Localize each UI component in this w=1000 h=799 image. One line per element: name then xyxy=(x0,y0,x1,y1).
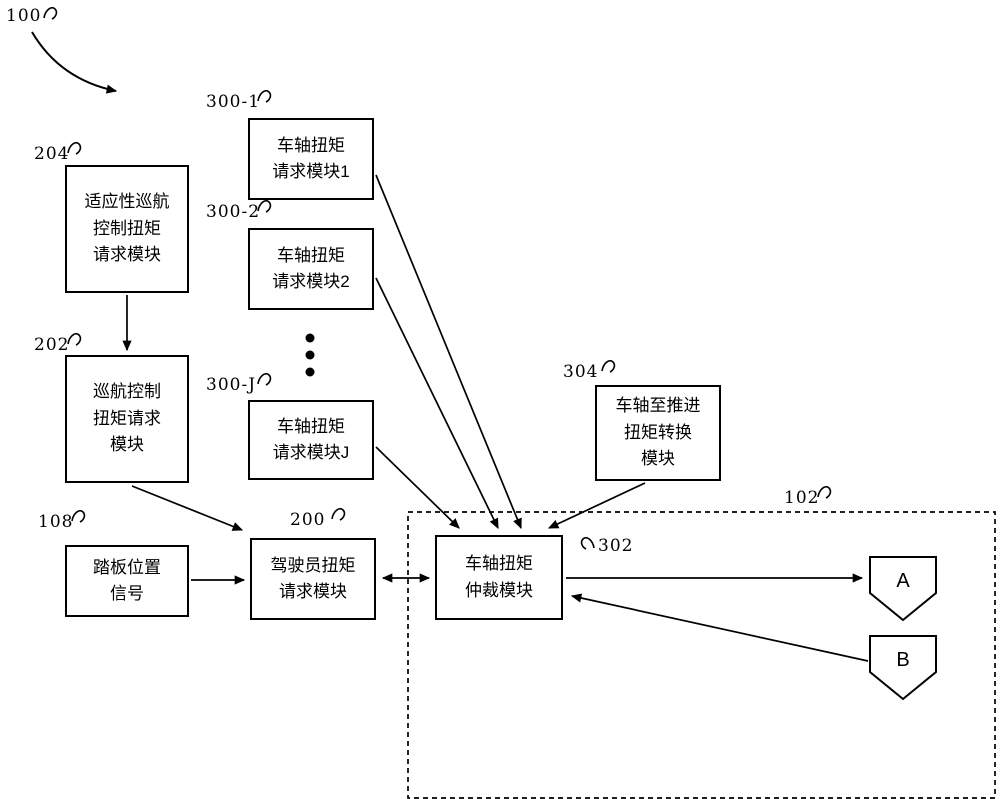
box-text-line: 请求模块1 xyxy=(272,162,350,181)
box-text-line: 请求模块 xyxy=(279,582,347,601)
leader-302 xyxy=(580,536,595,550)
arrow-300-J-to-302 xyxy=(375,446,460,529)
box-text-line: 请求模块 xyxy=(93,245,161,265)
ref-label-202: 202 xyxy=(34,335,70,355)
box-driver-torque-request: 驾驶员扭矩 请求模块 xyxy=(250,538,376,620)
arrow-300-2-to-302 xyxy=(375,277,499,529)
connector-b-label: B xyxy=(896,649,909,671)
box-text-line: 模块 xyxy=(110,435,144,455)
ref-label-204: 204 xyxy=(34,144,70,164)
ref-label-200: 200 xyxy=(290,510,326,530)
figure-pointer-arrow xyxy=(31,31,118,94)
box-text-line: 仲裁模块 xyxy=(465,580,533,600)
box-text-line: 控制扭矩 xyxy=(93,218,161,238)
box-text-line: 扭矩请求 xyxy=(93,408,161,428)
box-text-line: 请求模块J xyxy=(272,443,350,462)
box-axle-torque-arbitration: 车轴扭矩 仲裁模块 xyxy=(435,535,563,620)
system-boundary-box xyxy=(407,511,996,799)
box-text-line: 车轴扭矩 xyxy=(277,135,345,155)
box-cruise-torque-request: 巡航控制 扭矩请求 模块 xyxy=(65,355,189,483)
box-text-line: 扭矩转换 xyxy=(624,422,692,442)
box-text-line: 信号 xyxy=(110,584,144,603)
box-text-line: 车轴扭矩 xyxy=(465,554,533,574)
arrow-202-to-200 xyxy=(131,485,244,531)
box-adaptive-cruise-torque-request: 适应性巡航 控制扭矩 请求模块 xyxy=(65,165,189,293)
ref-label-304: 304 xyxy=(563,362,599,382)
box-text-line: 适应性巡航 xyxy=(84,192,170,212)
arrow-304-to-302 xyxy=(548,482,646,529)
leader-200 xyxy=(331,507,346,521)
leader-108 xyxy=(71,509,86,523)
ref-label-108: 108 xyxy=(38,512,74,532)
box-pedal-position-signal: 踏板位置 信号 xyxy=(65,545,189,617)
ref-label-300-1: 300-1 xyxy=(206,92,261,112)
leader-304 xyxy=(601,359,616,373)
ellipsis-dot xyxy=(305,333,315,343)
ellipsis-dot xyxy=(305,367,315,377)
box-axle-to-propulsion-torque-conversion: 车轴至推进 扭矩转换 模块 xyxy=(595,385,721,481)
box-text-line: 巡航控制 xyxy=(93,382,161,402)
ref-label-102: 102 xyxy=(784,488,820,508)
ref-label-302: 302 xyxy=(598,536,634,556)
box-text-line: 驾驶员扭矩 xyxy=(270,555,356,575)
leader-100 xyxy=(43,6,58,20)
arrow-300-1-to-302 xyxy=(375,174,522,530)
box-text-line: 车轴至推进 xyxy=(615,396,701,416)
box-axle-torque-request-2: 车轴扭矩 请求模块2 xyxy=(248,228,374,310)
arrow-B-to-302 xyxy=(570,593,869,662)
box-text-line: 车轴扭矩 xyxy=(277,416,345,436)
ref-label-300-2: 300-2 xyxy=(206,202,261,222)
ref-label-300-J: 300-J xyxy=(206,375,257,395)
connector-a-shape xyxy=(869,556,937,622)
leader-204 xyxy=(67,141,82,155)
leader-102 xyxy=(817,485,832,499)
box-text-line: 车轴扭矩 xyxy=(277,245,345,265)
connector-a-label: A xyxy=(896,570,910,592)
box-axle-torque-request-1: 车轴扭矩 请求模块1 xyxy=(248,118,374,200)
leader-300-J xyxy=(257,372,272,386)
box-axle-torque-request-J: 车轴扭矩 请求模块J xyxy=(248,400,374,480)
leader-202 xyxy=(67,332,82,346)
box-text-line: 请求模块2 xyxy=(272,272,350,291)
box-text-line: 模块 xyxy=(641,449,675,469)
ellipsis-dot xyxy=(305,350,315,360)
connector-b-shape xyxy=(869,635,937,701)
box-text-line: 踏板位置 xyxy=(93,557,161,577)
ref-label-100: 100 xyxy=(6,6,42,26)
